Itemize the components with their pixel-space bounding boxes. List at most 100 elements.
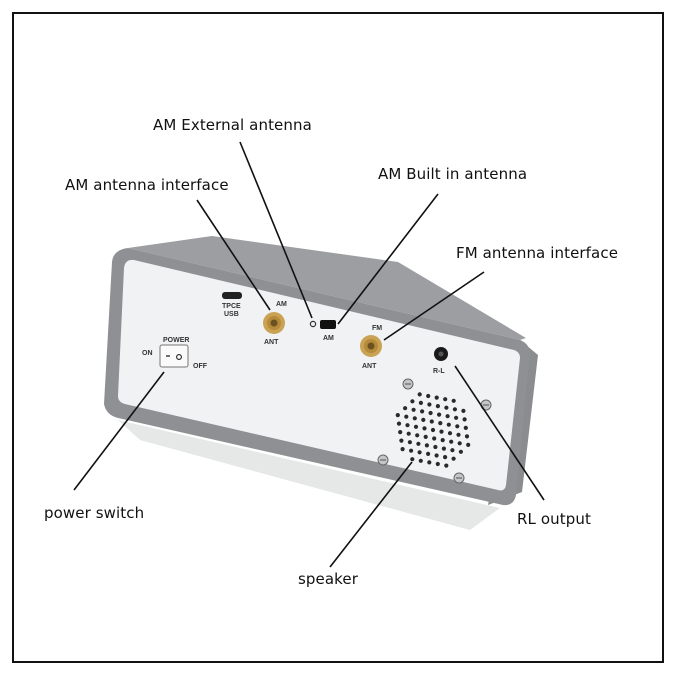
callout-rl-output: RL output [517, 510, 591, 528]
speaker-hole [411, 407, 416, 412]
speaker-hole [458, 449, 463, 454]
speaker-hole [407, 440, 412, 445]
speaker-hole [441, 446, 446, 451]
power-on-label: ON [142, 350, 153, 357]
speaker-hole [416, 441, 421, 446]
am-builtin-switch[interactable] [320, 320, 336, 329]
speaker-hole [438, 421, 443, 426]
speaker-hole [451, 398, 456, 403]
speaker-hole [449, 439, 454, 444]
leader-line-fm-interface [383, 271, 485, 341]
speaker-hole [462, 417, 467, 422]
screw [453, 472, 465, 484]
speaker-hole [398, 430, 403, 435]
speaker-hole [454, 415, 459, 420]
speaker-hole [423, 434, 428, 439]
rl-output-jack[interactable] [434, 347, 448, 361]
speaker-hole [443, 455, 448, 460]
rl-label: R-L [433, 368, 445, 375]
speaker-hole [428, 410, 433, 416]
speaker-hole [446, 422, 451, 427]
callout-fm-antenna-interface: FM antenna interface [456, 244, 619, 262]
speaker-hole [403, 406, 408, 411]
speaker-hole [405, 423, 410, 428]
speaker-hole [426, 451, 431, 456]
speaker-hole [396, 421, 402, 426]
speaker-hole [430, 427, 436, 433]
screw [402, 378, 414, 390]
speaker-hole [406, 431, 411, 436]
leader-line-am-builtin [337, 193, 439, 325]
speaker-hole [450, 448, 455, 453]
speaker-hole [455, 424, 460, 429]
speaker-hole [417, 450, 422, 455]
fm-antenna-connector[interactable] [360, 335, 382, 357]
speaker-hole [404, 414, 409, 419]
speaker-hole [445, 414, 450, 419]
speaker-hole [464, 434, 470, 439]
speaker-hole [413, 424, 419, 429]
speaker-hole [395, 413, 400, 418]
speaker-hole [429, 419, 434, 424]
callout-speaker: speaker [298, 570, 359, 588]
fm-ant-label: ANT [362, 363, 377, 370]
speaker-hole [466, 442, 471, 447]
speaker-hole [435, 404, 440, 409]
speaker-hole [422, 426, 427, 431]
front-panel [118, 259, 520, 491]
callout-am-external-antenna: AM External antenna [153, 116, 312, 134]
speaker-hole [427, 460, 432, 465]
power-label: POWER [163, 337, 189, 344]
usb-port[interactable] [222, 292, 242, 299]
speaker-hole [400, 447, 405, 452]
speaker-hole [412, 416, 417, 421]
callout-power-switch: power switch [44, 504, 145, 522]
speaker-hole [463, 425, 468, 430]
casing-top [128, 236, 526, 340]
speaker-hole [410, 399, 415, 404]
am-antenna-connector[interactable] [263, 312, 285, 334]
speaker-hole [415, 433, 420, 438]
speaker-hole [439, 429, 444, 434]
speaker-hole [417, 392, 422, 397]
speaker-hole [420, 409, 425, 414]
callout-am-built-in-antenna: AM Built in antenna [378, 165, 528, 183]
speaker-hole [418, 400, 423, 405]
leader-line-am-interface [196, 199, 271, 311]
power-switch-off-mark [176, 354, 182, 360]
leader-line-rl-output [454, 365, 545, 501]
speaker-hole [447, 431, 453, 436]
speaker-hole [433, 444, 438, 450]
speaker-hole [444, 405, 449, 410]
am-top-label: AM [276, 301, 287, 308]
speaker-hole [421, 417, 426, 422]
am-switch-label: AM [323, 335, 334, 342]
speaker-grille [395, 392, 471, 468]
speaker-hole [444, 463, 449, 468]
speaker-hole [432, 436, 437, 441]
speaker-hole [456, 432, 461, 437]
screw [377, 454, 389, 466]
speaker-hole [426, 393, 431, 399]
speaker-hole [434, 395, 439, 400]
speaker-hole [409, 448, 414, 453]
am-external-jack[interactable] [309, 320, 317, 328]
speaker-hole [457, 441, 462, 446]
speaker-hole [410, 457, 415, 462]
speaker-hole [435, 461, 440, 467]
speaker-hole [434, 453, 439, 458]
usb-label-1: TPCE [222, 303, 241, 310]
leader-line-speaker [329, 461, 413, 568]
power-switch[interactable] [159, 344, 189, 368]
leader-line-power-switch [73, 371, 165, 491]
speaker-hole [443, 397, 448, 402]
speaker-hole [399, 438, 404, 443]
power-off-label: OFF [193, 363, 208, 370]
speaker-hole [452, 407, 457, 412]
usb-label-2: USB [224, 311, 239, 318]
speaker-hole [437, 412, 442, 417]
speaker-hole [424, 443, 429, 448]
speaker-hole [451, 456, 456, 461]
fm-top-label: FM [372, 325, 382, 332]
